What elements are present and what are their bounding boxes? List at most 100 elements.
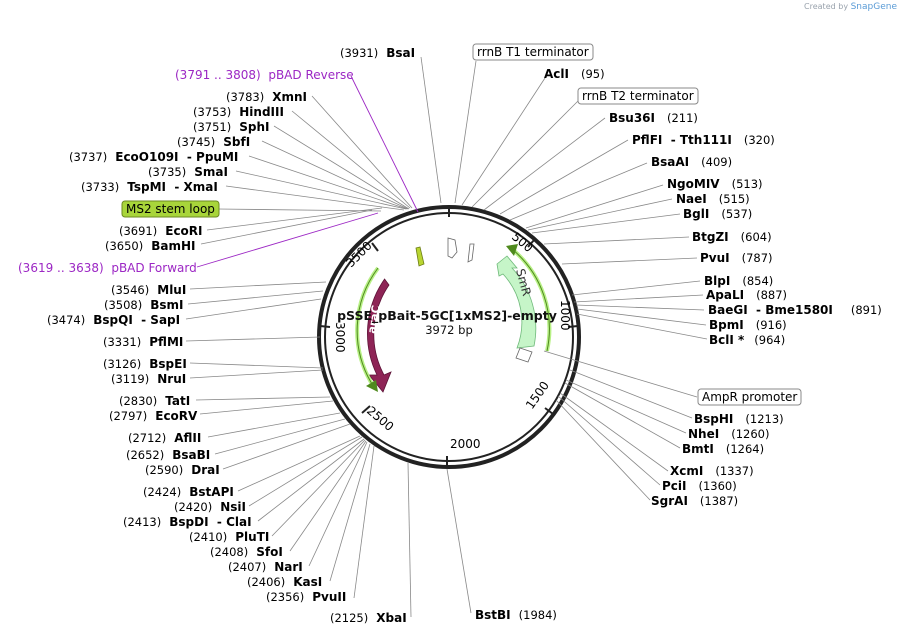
site-label[interactable]: AclI(95)	[544, 67, 605, 81]
site-label[interactable]: (2407)NarI	[228, 560, 303, 574]
site-label[interactable]: (3650)BamHI	[105, 239, 196, 253]
leader-line	[206, 207, 383, 231]
site-label[interactable]: BspHI(1213)	[694, 412, 784, 426]
site-pos: (787)	[742, 251, 773, 265]
site-label[interactable]: BpmI(916)	[709, 318, 787, 332]
site-label[interactable]: (2424)BstAPI	[143, 485, 234, 499]
leader-line	[561, 257, 698, 265]
site-name: KasI	[293, 575, 322, 589]
pbad-forward-label[interactable]: (3619 .. 3638) pBAD Forward	[18, 261, 197, 275]
leader-line	[199, 400, 334, 415]
site-label[interactable]: (2410)PluTI	[189, 530, 269, 544]
site-label[interactable]: (2797)EcoRV	[109, 409, 198, 423]
site-name: BstBI	[475, 608, 511, 622]
smr-label: SmR	[513, 267, 534, 297]
site-label[interactable]: (2420)NsiI	[174, 500, 246, 514]
site-label[interactable]: BstBI(1984)	[475, 608, 557, 622]
site-name: TspMI - XmaI	[127, 180, 218, 194]
site-label[interactable]: (3733) TspMI - XmaI	[81, 180, 218, 194]
site-label[interactable]: ApaLI (887)	[706, 288, 787, 302]
site-label[interactable]: NheI(1260)	[688, 427, 769, 441]
site-pos: (2797)	[109, 409, 147, 423]
leader-line	[446, 468, 472, 614]
site-label[interactable]: BclI *(964)	[709, 333, 785, 347]
site-label[interactable]: BmtI(1264)	[682, 442, 764, 456]
leader-line	[471, 98, 581, 208]
site-label[interactable]: (2413)BspDI - ClaI	[123, 515, 252, 529]
smr-feature[interactable]	[496, 255, 537, 349]
site-label[interactable]: (3119)NruI	[111, 372, 186, 386]
site-name: PflFI - Tth111I	[632, 133, 732, 147]
site-label[interactable]: (2356)PvuII	[266, 590, 346, 604]
site-label[interactable]: (2652)BsaBI	[126, 448, 210, 462]
site-label[interactable]: NaeI(515)	[676, 192, 750, 206]
leader-line	[420, 56, 442, 204]
arac-promoter-arrowhead	[366, 380, 378, 392]
site-label[interactable]: (3751)SphI	[193, 120, 270, 134]
site-label[interactable]: NgoMIV(513)	[667, 177, 763, 191]
site-label[interactable]: (3331)PflMI	[103, 335, 183, 349]
site-pos: (2420)	[174, 500, 212, 514]
site-name: PvuI	[700, 251, 730, 265]
leader-line	[185, 336, 321, 342]
site-label[interactable]: (3546)MluI	[111, 283, 186, 297]
site-pos: (3733)	[81, 180, 119, 194]
site-name: ApaLI	[706, 288, 744, 302]
site-label[interactable]: BaeGI - Bme1580I(891)	[708, 303, 882, 317]
ms2-stem-loop-box[interactable]	[121, 200, 220, 218]
plasmid-size: 3972 bp	[425, 323, 473, 337]
rrnb-t1-text: rrnB T1 terminator	[477, 45, 589, 59]
site-label[interactable]: XcmI(1337)	[670, 464, 754, 478]
site-label[interactable]: BglI(537)	[683, 207, 752, 221]
site-label[interactable]: (3735)SmaI	[148, 165, 228, 179]
site-label[interactable]: (3691)EcoRI	[119, 224, 203, 238]
primer-leader-lines	[196, 75, 419, 268]
site-pos: (1260)	[731, 427, 769, 441]
site-name: AclI	[544, 67, 569, 81]
site-label[interactable]: (2712)AflII	[128, 431, 201, 445]
site-label[interactable]: (3737)EcoO109I - PpuMI	[69, 150, 238, 164]
site-label[interactable]: (2590)DraI	[145, 463, 220, 477]
arac-feature[interactable]	[367, 278, 392, 393]
ampr-promoter-box[interactable]	[697, 388, 802, 406]
site-name: Bsu36I	[609, 111, 655, 125]
pbad-reverse-label[interactable]: (3791 .. 3808) pBAD Reverse	[175, 68, 354, 82]
site-pos: (887)	[756, 288, 787, 302]
site-label[interactable]: SgrAI(1387)	[651, 494, 738, 508]
leader-line	[248, 436, 363, 507]
site-pos: (2413)	[123, 515, 161, 529]
ms2-stem-loop-text: MS2 stem loop	[126, 202, 215, 216]
tick-marks	[319, 207, 579, 466]
site-pos: (3546)	[111, 283, 149, 297]
site-label[interactable]: (3508)BsmI	[104, 298, 184, 312]
rrnb-t2-box[interactable]	[577, 87, 699, 105]
rrnb-t1-box[interactable]	[472, 43, 594, 61]
site-label[interactable]: (2125)XbaI	[330, 611, 407, 625]
site-label[interactable]: (3745)SbfI	[177, 135, 250, 149]
site-label[interactable]: PciI(1360)	[662, 479, 737, 493]
site-label[interactable]: PvuI (787)	[700, 251, 773, 265]
site-label[interactable]: Bsu36I(211)	[609, 111, 698, 125]
leader-line	[189, 369, 324, 379]
site-label[interactable]: (3931)BsaI	[340, 46, 415, 60]
site-label[interactable]: (3474)BspQI - SapI	[47, 313, 180, 327]
site-label[interactable]: (3126)BspEI	[103, 357, 187, 371]
site-name: BaeGI - Bme1580I	[708, 303, 833, 317]
site-label[interactable]: (2408)SfoI	[210, 545, 283, 559]
site-label[interactable]: (3753)HindIII	[193, 105, 284, 119]
site-label[interactable]: BlpI(854)	[704, 274, 773, 288]
primer-leader-line	[350, 75, 419, 213]
leader-line	[576, 313, 708, 340]
leader-line	[531, 213, 681, 234]
site-label[interactable]: (3783)XmnI	[226, 90, 307, 104]
site-label[interactable]: (2406)KasI	[247, 575, 322, 589]
leader-line	[200, 209, 373, 245]
site-label[interactable]: (2830)TatI	[119, 394, 190, 408]
leader-line	[271, 439, 366, 537]
site-label[interactable]: BtgZI(604)	[692, 230, 772, 244]
site-pos: (2590)	[145, 463, 183, 477]
site-pos: (2407)	[228, 560, 266, 574]
site-label[interactable]: PflFI - Tth111I(320)	[632, 133, 775, 147]
site-pos: (3745)	[177, 135, 215, 149]
site-label[interactable]: BsaAI(409)	[651, 155, 732, 169]
